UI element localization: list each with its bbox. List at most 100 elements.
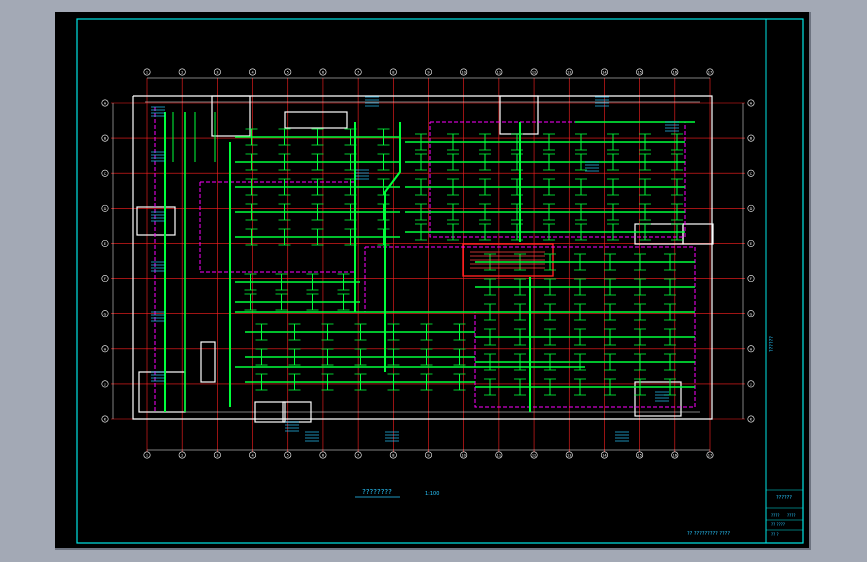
grid-bubble-label: 12: [532, 454, 536, 458]
grid-bubble-label: C: [750, 172, 753, 176]
title-block-row1a: ????: [771, 513, 780, 518]
grid-bubble: [747, 345, 755, 353]
grid-bubble: [319, 68, 327, 76]
axis-bubbles: 1122334455667788991010111112121313141415…: [101, 68, 755, 459]
building-walls: [132, 95, 714, 423]
grid-bubble-label: B: [104, 137, 107, 141]
grid-bubble-label: K: [104, 418, 107, 422]
grid-bubble: [636, 451, 644, 459]
title-block-row2: ?? ????: [771, 522, 785, 527]
grid-bubble-label: 3: [216, 454, 218, 458]
grid-bubble-label: 10: [461, 71, 465, 75]
grid-bubble: [143, 451, 151, 459]
grid-bubble-label: 1: [146, 454, 148, 458]
title-block-lines: [766, 489, 803, 531]
grid-bubble-label: 3: [216, 71, 218, 75]
grid-bubble-label: F: [104, 277, 106, 281]
grid-bubble-label: 7: [357, 454, 359, 458]
grid-bubble: [101, 204, 109, 212]
grid-bubble: [213, 451, 221, 459]
grid-bubble: [101, 275, 109, 283]
grid-bubble-label: 6: [322, 71, 324, 75]
grid-bubble: [101, 380, 109, 388]
grid-bubble-label: 14: [602, 454, 607, 458]
grid-bubble-label: 4: [251, 71, 254, 75]
grid-bubble-label: 16: [673, 71, 677, 75]
grid-bubble: [565, 68, 573, 76]
grid-bubble: [424, 68, 432, 76]
grid-bubble: [101, 345, 109, 353]
grid-bubble-label: 8: [392, 454, 394, 458]
bottom-title: ?? ????????? ????: [687, 531, 730, 537]
grid-bubble: [747, 415, 755, 423]
grid-bubble-label: 11: [497, 454, 501, 458]
grid-bubble: [389, 68, 397, 76]
grid-bubble-label: J: [749, 382, 751, 386]
grid-bubble-label: H: [750, 347, 753, 351]
grid-bubble: [101, 239, 109, 247]
grid-bubble-label: D: [750, 207, 753, 211]
grid-bubble: [101, 415, 109, 423]
grid-bubble: [747, 134, 755, 142]
grid-bubble-label: 8: [392, 71, 394, 75]
title-block-row3: ?? ?: [771, 532, 779, 537]
title-block-project: ??????: [776, 495, 792, 501]
grid-bubble: [213, 68, 221, 76]
grid-bubble: [424, 451, 432, 459]
grid-bubble-label: F: [750, 277, 752, 281]
grid-bubble: [747, 275, 755, 283]
grid-bubble-label: 12: [532, 71, 536, 75]
grid-bubble-label: 5: [287, 71, 289, 75]
grid-bubble: [747, 99, 755, 107]
grid-bubble: [530, 68, 538, 76]
grid-bubble-label: 7: [357, 71, 359, 75]
grid-bubble: [460, 68, 468, 76]
grid-bubble: [747, 239, 755, 247]
grid-bubble-label: C: [104, 172, 107, 176]
grid-bubble-label: A: [750, 102, 753, 106]
grid-bubble-label: E: [104, 242, 106, 246]
duct-segment: [384, 122, 401, 372]
grid-bubble: [495, 68, 503, 76]
grid-bubble: [101, 134, 109, 142]
grid-bubble: [101, 169, 109, 177]
grid-bubble: [565, 451, 573, 459]
grid-bubble: [495, 451, 503, 459]
grid-bubble: [747, 310, 755, 318]
drawing-frame: [76, 18, 804, 544]
duct-network: [164, 112, 695, 412]
grid-bubble-label: 17: [708, 454, 712, 458]
grid-bubble: [747, 204, 755, 212]
grid-bubble: [354, 68, 362, 76]
grid-bubble-label: E: [750, 242, 752, 246]
grid-bubble: [460, 451, 468, 459]
grid-bubble: [284, 451, 292, 459]
grid-bubble-label: B: [750, 137, 753, 141]
grid-bubble: [249, 451, 257, 459]
grid-bubble: [178, 68, 186, 76]
grid-bubble: [747, 169, 755, 177]
grid-bubble: [600, 451, 608, 459]
grid-bubble-label: D: [104, 207, 107, 211]
drawing-scale: 1:100: [425, 491, 439, 497]
grid-bubble-label: 6: [322, 454, 324, 458]
grid-bubble: [600, 68, 608, 76]
grid-bubble-label: 9: [427, 71, 429, 75]
grid-bubble-label: 4: [251, 454, 254, 458]
grid-bubble-label: 13: [567, 454, 571, 458]
grid-bubble-label: 16: [673, 454, 677, 458]
grid-bubble-label: J: [103, 382, 105, 386]
grid-bubble-label: 11: [497, 71, 501, 75]
grid-bubble: [706, 451, 714, 459]
grid-bubble: [319, 451, 327, 459]
title-block-row1b: ????: [787, 513, 796, 518]
grid-bubble-label: G: [104, 312, 107, 316]
grid-bubble: [354, 451, 362, 459]
grid-bubble-label: 14: [602, 71, 607, 75]
grid-bubble: [284, 68, 292, 76]
grid-bubble-label: 9: [427, 454, 429, 458]
grid-bubble: [671, 68, 679, 76]
grid-bubble: [706, 68, 714, 76]
grid-bubble: [747, 380, 755, 388]
